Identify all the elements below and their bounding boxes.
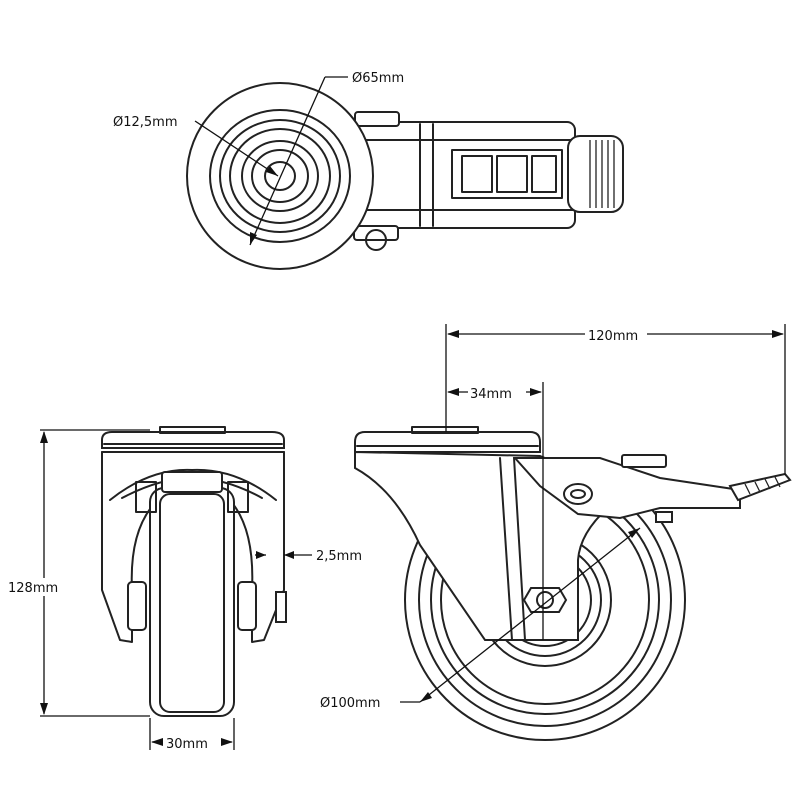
- dim-swivel-offset-label: 34mm: [470, 387, 512, 402]
- top-view-body: [344, 121, 576, 229]
- dim-total-height: 128mm: [6, 429, 150, 717]
- dim-top-wheel-diameter: Ø65mm: [249, 71, 404, 246]
- dim-wheel-width: 30mm: [149, 718, 235, 752]
- dim-top-bore: Ø12,5mm: [113, 115, 279, 177]
- dim-top-wheel-diameter-label: Ø65mm: [352, 71, 404, 86]
- dim-total-height-label: 128mm: [8, 581, 58, 596]
- front-view: 128mm 2,5mm 30mm: [6, 426, 362, 752]
- top-view-brake-pedal: [567, 135, 624, 213]
- top-view: Ø12,5mm Ø65mm: [113, 71, 624, 270]
- side-view-axle-nut: [522, 587, 568, 613]
- top-view-bolt: [353, 111, 400, 251]
- dim-plate-thickness: 2,5mm: [255, 549, 362, 564]
- front-view-wheel: [127, 471, 287, 717]
- dim-wheel-diameter-label: Ø100mm: [320, 696, 380, 711]
- dim-overall-length-label: 120mm: [588, 329, 638, 344]
- dim-wheel-width-label: 30mm: [166, 737, 208, 752]
- dim-swivel-offset: 34mm: [447, 382, 544, 640]
- side-view-brake-lever: [512, 454, 792, 523]
- top-view-wheel: [186, 82, 374, 270]
- dim-plate-thickness-label: 2,5mm: [316, 549, 362, 564]
- top-view-brake-window: [451, 149, 563, 199]
- side-view-plate: [354, 426, 541, 453]
- dim-wheel-diameter: Ø100mm: [320, 527, 641, 711]
- front-view-plate: [101, 426, 285, 449]
- side-view: 120mm 34mm Ø100mm: [320, 324, 792, 741]
- dim-overall-length: 120mm: [445, 324, 786, 475]
- dim-top-bore-label: Ø12,5mm: [113, 115, 178, 130]
